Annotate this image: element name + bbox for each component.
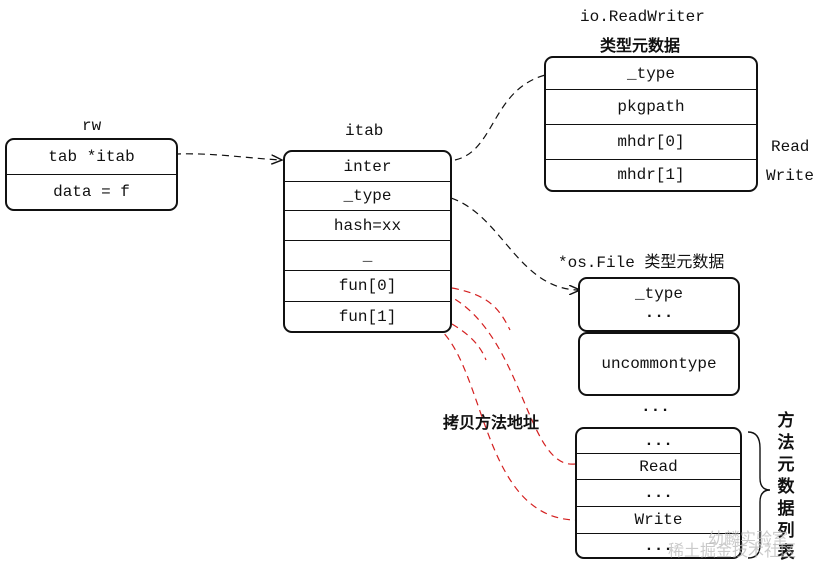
osfile-title: *os.File 类型元数据: [558, 248, 724, 272]
rw-box: tab *itab data = f: [5, 138, 178, 211]
osfile-type-dots: ...: [644, 304, 674, 322]
rw-meta-mhdr1: mhdr[1]: [617, 166, 685, 184]
method-list-label-char: 数: [777, 477, 795, 497]
method-read: Read: [577, 454, 740, 480]
link-fun1-tail: [451, 323, 487, 361]
itab-fun0: fun[0]: [285, 271, 450, 302]
osfile-gap-dots: ...: [641, 398, 670, 416]
itab-box: inter _type hash=xx _ fun[0] fun[1]: [283, 150, 452, 333]
itab-type: _type: [285, 182, 450, 211]
watermark-line2: 稀土掘金技术社区: [668, 541, 797, 560]
itab-fun1: fun[1]: [338, 307, 397, 326]
itab-hash: hash=xx: [285, 211, 450, 241]
rw-data-field: data = f: [53, 183, 130, 201]
rw-meta-pkgpath: pkgpath: [546, 90, 756, 125]
method-list-label-char: 元: [777, 455, 795, 475]
osfile-type-box: _type ...: [578, 277, 740, 332]
rw-tab-field: tab *itab: [7, 140, 176, 175]
method-list-label-char: 方: [777, 411, 795, 431]
rw-meta-type: _type: [546, 58, 756, 90]
osfile-uncommon-box: uncommontype: [578, 332, 740, 396]
method-list-label: 方法元数据列表: [775, 410, 797, 564]
link-fun0-tail: [451, 287, 511, 331]
osfile-title-text: *os.File 类型元数据: [558, 254, 725, 272]
method-list-dots-3: ...: [644, 536, 673, 555]
itab-padding: _: [285, 241, 450, 271]
osfile-type: _type: [634, 285, 683, 303]
method-list-dots-1: ...: [577, 429, 740, 454]
rw-meta-title: io.ReadWriter: [580, 8, 705, 26]
method-list-label-char: 列: [777, 521, 795, 541]
method-list-label-char: 表: [777, 543, 795, 563]
itab-title: itab: [345, 122, 384, 140]
rw-meta-write-label: Write: [766, 167, 815, 185]
rw-meta-box: _type pkgpath mhdr[0] mhdr[1]: [544, 56, 758, 192]
rw-meta-subtitle: 类型元数据: [600, 36, 681, 55]
rw-meta-read-label: Read: [771, 138, 810, 156]
method-write: Write: [577, 507, 740, 534]
method-list-label-char: 法: [777, 433, 795, 453]
osfile-uncommontype: uncommontype: [601, 355, 717, 373]
copy-method-label: 拷贝方法地址: [443, 413, 540, 432]
itab-inter: inter: [285, 152, 450, 182]
rw-title: rw: [82, 117, 102, 135]
method-list-dots-2: ...: [577, 480, 740, 507]
method-list-label-char: 据: [777, 499, 795, 519]
method-list-box: ... Read ... Write ...: [575, 427, 742, 559]
watermark-line1: 幼麟实验室: [708, 529, 789, 548]
rw-meta-mhdr0: mhdr[0]: [546, 125, 756, 160]
